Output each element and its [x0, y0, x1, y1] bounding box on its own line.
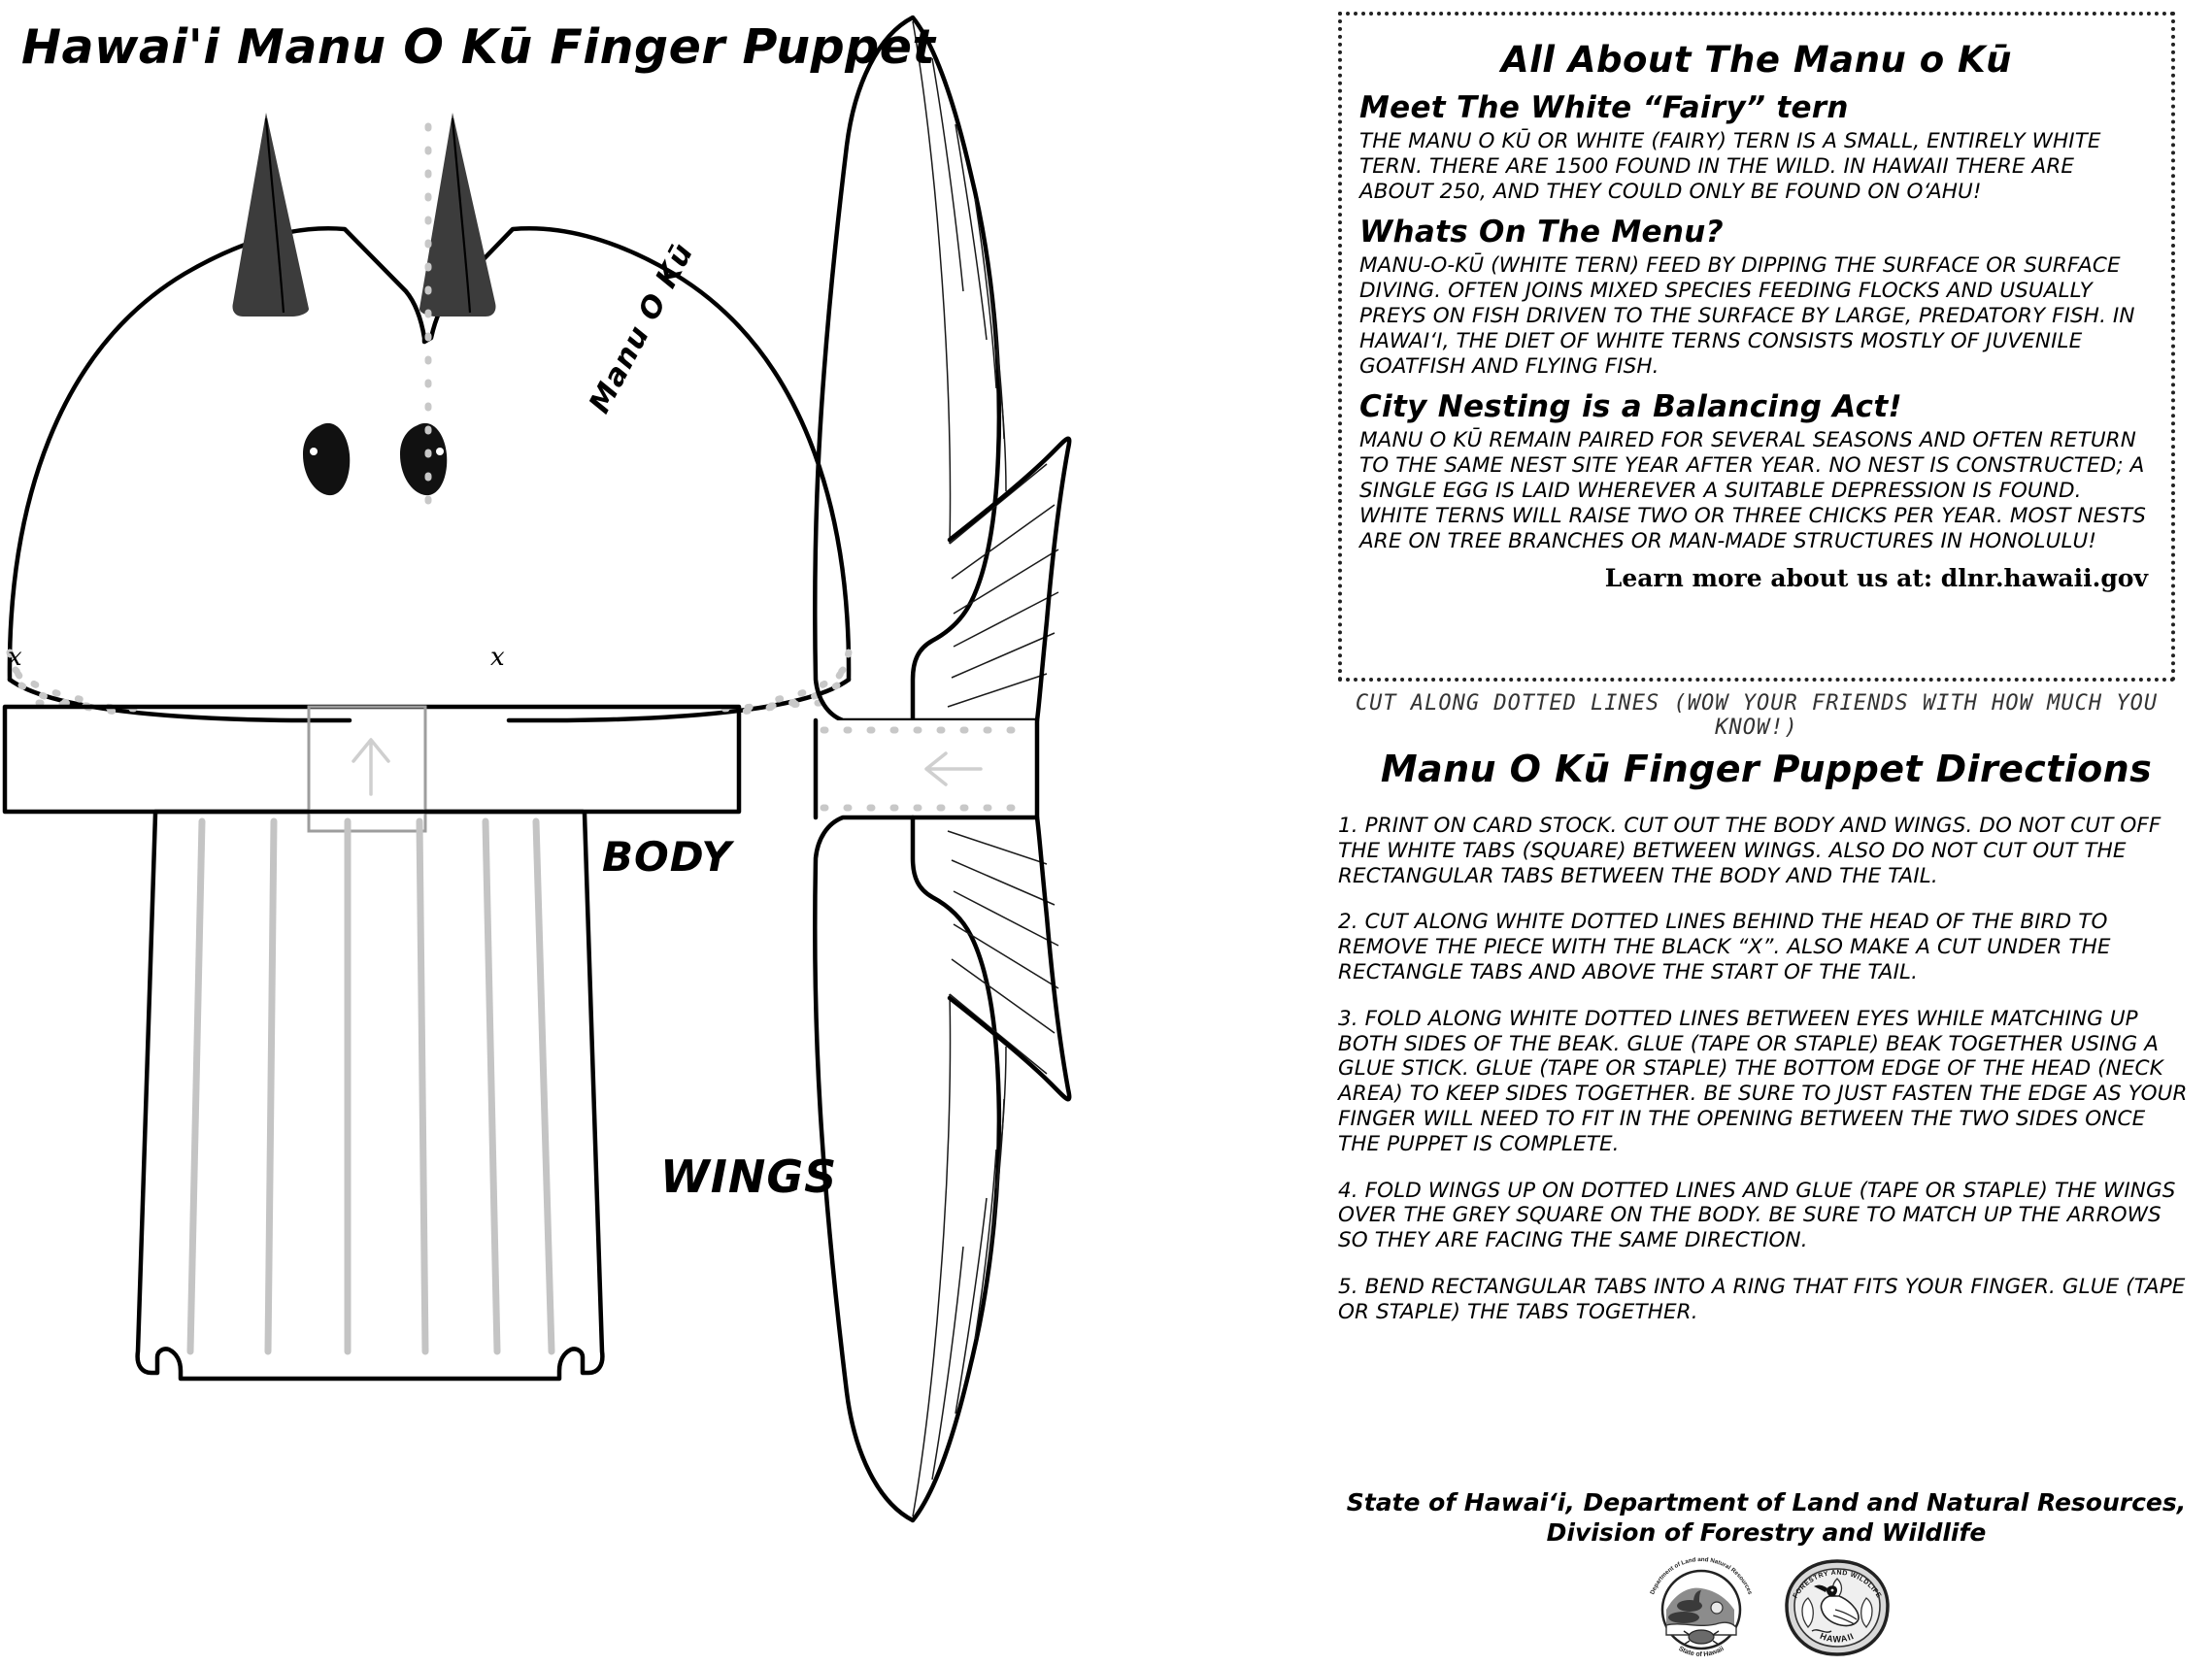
info-panel: All About The Manu o Kū Meet The White “…: [1321, 0, 2212, 1666]
learn-more-link[interactable]: Learn more about us at: dlnr.hawaii.gov: [1604, 564, 2148, 592]
agency-credit: State of Hawaiʻi, Department of Land and…: [1321, 1487, 2212, 1549]
craft-diagram: .ink { fill:none; stroke:#000; stroke-wi…: [2, 15, 1072, 1523]
fact-section-body: The Manu O Kū or white (Fairy) tern is a…: [1359, 129, 2101, 204]
fact-section-heading: City Nesting is a Balancing Act!: [1359, 389, 1902, 424]
wing-center-tab: [813, 717, 1040, 820]
dlnr-seal-logo: Department of Land and Natural Resources…: [1649, 1556, 1754, 1658]
cut-dotted-lines: [6, 649, 853, 716]
fact-section-body: Manu-o-Kū (white tern) feed by dipping t…: [1359, 253, 2135, 379]
tail-group: [135, 809, 605, 1382]
direction-step: 4. Fold wings up on dotted lines and glu…: [1338, 1178, 2176, 1253]
direction-step: 5. Bend rectangular tabs into a ring tha…: [1338, 1274, 2186, 1324]
cut-x-mark-left: x: [8, 643, 22, 672]
fact-box: All About The Manu o Kū Meet The White “…: [1338, 12, 2175, 682]
forestry-logo-bottom-text: HAWAII: [1819, 1631, 1855, 1645]
forestry-wildlife-logo: FORESTRY AND WILDLIFE HAWAII: [1785, 1559, 1890, 1656]
agency-line-2: Division of Forestry and Wildlife: [1546, 1518, 1987, 1548]
wings-group: [813, 15, 1072, 1523]
fact-section: Whats On The Menu? Manu-o-Kū (white tern…: [1359, 215, 2154, 380]
arrow-left-icon: [924, 751, 983, 786]
agency-line-1: State of Hawaiʻi, Department of Land and…: [1346, 1488, 2187, 1516]
wings-label: WINGS: [660, 1150, 838, 1203]
fact-section-heading: Meet The White “Fairy” tern: [1359, 90, 1849, 125]
logo-row: Department of Land and Natural Resources…: [1321, 1553, 2212, 1666]
craft-panel: .ink { fill:none; stroke:#000; stroke-wi…: [2, 15, 1072, 1523]
page-title: Hawai'i Manu O Kū Finger Puppet: [21, 19, 936, 75]
fact-section: Meet The White “Fairy” tern The Manu O K…: [1359, 90, 2154, 205]
cut-x-mark-right: x: [490, 643, 505, 672]
fact-box-heading: All About The Manu o Kū: [1500, 39, 2013, 81]
body-label: BODY: [602, 833, 732, 881]
directions-list: 1. Print on card stock. Cut out the BODY…: [1338, 814, 2193, 1347]
fact-section-body: Manu o Kū remain paired for several seas…: [1359, 428, 2147, 553]
svg-text:HAWAII: HAWAII: [1819, 1631, 1856, 1645]
direction-step: 1. Print on card stock. Cut out the BODY…: [1338, 814, 2162, 888]
cut-instruction-note: Cut along dotted lines (wow your friends…: [1355, 691, 2159, 740]
direction-step: 3. Fold along white dotted lines between…: [1338, 1006, 2188, 1156]
finger-tab-bar: [2, 704, 742, 833]
direction-step: 2. Cut along white dotted lines behind t…: [1338, 910, 2111, 984]
fact-section-heading: Whats On The Menu?: [1359, 215, 1724, 250]
beak-pair: [232, 113, 496, 317]
arrow-up-icon: [352, 738, 390, 796]
directions-title: Manu O Kū Finger Puppet Directions: [1380, 748, 2153, 790]
fact-section: City Nesting is a Balancing Act! Manu o …: [1359, 389, 2154, 554]
eye-pair: [303, 422, 448, 496]
